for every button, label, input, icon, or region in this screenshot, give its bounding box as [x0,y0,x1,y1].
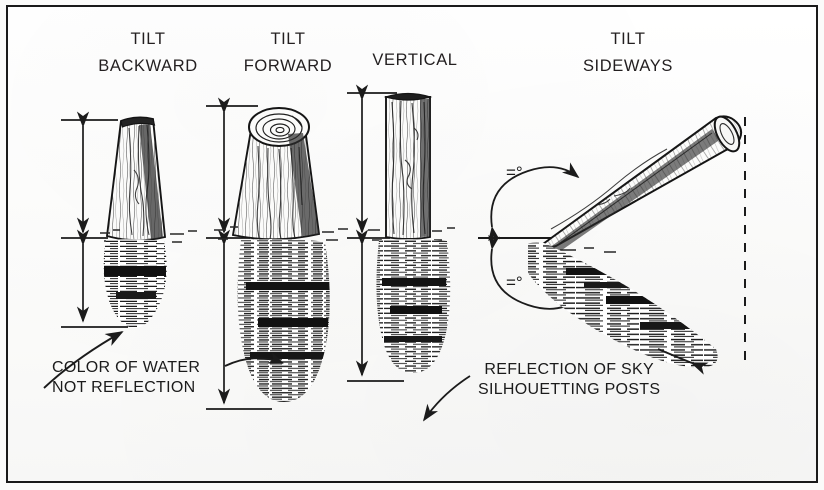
post-grain-backward [128,124,150,237]
waterline-ticks-sideways [560,247,616,253]
post-end-ring-sideways [719,123,735,145]
measure-vertical-below [347,229,404,382]
reflection-sideways [528,242,718,368]
post-shade-forward [288,133,319,236]
caption-tilt-backward-line1: TILT [130,30,166,48]
measure-backward-below [61,229,128,328]
post-rings-forward [255,113,303,143]
arrow-sky-right [657,348,709,375]
post-shade-vertical [420,99,430,237]
post-top-vertical [383,92,433,101]
note-reflection-of-sky-line2: SILHOUETTING POSTS [478,381,661,399]
waterline-ticks-forward [214,226,348,241]
caption-tilt-sideways: TILT SIDEWAYS [568,26,688,79]
caption-tilt-backward-line2: BACKWARD [98,56,198,75]
note-reflection-of-sky-line1: REFLECTION OF SKY [484,361,654,378]
reflection-vertical [376,239,451,373]
note-color-of-water-line2: NOT REFLECTION [52,379,196,397]
post-grain-forward [256,145,303,241]
post-tilt-forward [206,97,348,410]
angle-arc-upper [488,162,580,242]
reflection-forward [237,239,330,402]
arrow-into-forward-reflection [224,352,284,367]
post-top-backward [120,116,156,128]
arrow-color-of-water [43,331,124,389]
note-reflection-of-sky: REFLECTION OF SKY SILHOUETTING POSTS [478,360,660,401]
angle-label-lower: =° [506,273,523,292]
post-grain-vertical [391,100,426,236]
caption-tilt-forward-line2: FORWARD [243,56,333,75]
arrow-sky-left [422,375,471,422]
post-tilt-backward [43,111,197,389]
post-grain-sideways [550,125,713,244]
note-color-of-water: COLOR OF WATER NOT REFLECTION [52,358,200,399]
caption-vertical-line1: VERTICAL [372,51,458,69]
reflection-backward [103,239,167,329]
post-body-vertical [385,96,431,240]
measure-forward-below [206,229,272,410]
note-color-of-water-line1: COLOR OF WATER [52,359,201,376]
caption-tilt-forward: TILT FORWARD [230,26,346,79]
caption-vertical: VERTICAL [355,47,475,74]
caption-tilt-sideways-line2: SIDEWAYS [582,56,674,75]
angle-label-upper: =° [506,163,523,182]
caption-tilt-sideways-line1: TILT [610,30,646,48]
measure-vertical-above [347,84,397,239]
caption-tilt-backward: TILT BACKWARD [88,26,208,79]
post-shade-backward [139,124,163,239]
post-vertical [347,84,455,382]
caption-tilt-forward-line1: TILT [270,30,306,48]
